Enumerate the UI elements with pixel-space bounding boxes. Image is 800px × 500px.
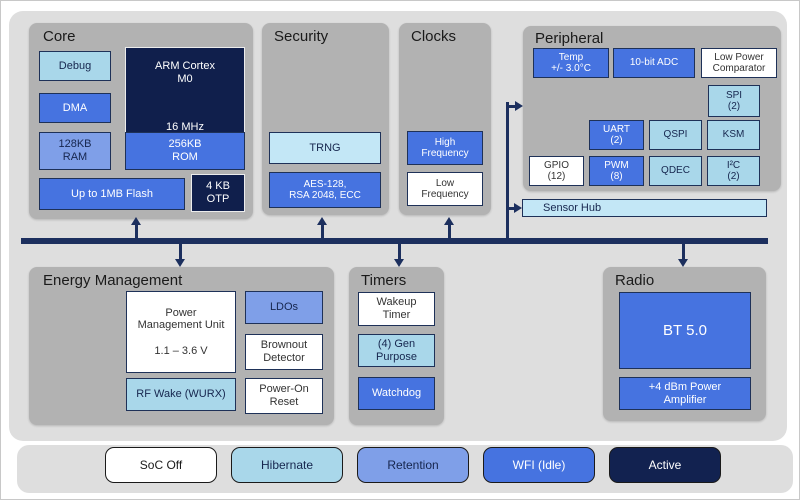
power-amplifier-box: +4 dBm Power Amplifier <box>619 377 751 410</box>
flash-box: Up to 1MB Flash <box>39 178 185 210</box>
ldos-box: LDOs <box>245 291 323 324</box>
adc-box: 10-bit ADC <box>613 48 695 78</box>
timers-title: Timers <box>361 272 407 289</box>
low-frequency-box: Low Frequency <box>407 172 483 206</box>
legend-soc-off: SoC Off <box>105 447 217 483</box>
energy-management-title: Energy Management <box>43 272 183 289</box>
sensor-hub-bar: Sensor Hub <box>522 199 767 217</box>
crypto-box: AES-128, RSA 2048, ECC <box>269 172 381 208</box>
bus-arrow-down-radio <box>678 244 688 267</box>
pmu-label: Power Management Unit <box>137 306 225 332</box>
spi-box: SPI (2) <box>708 85 760 117</box>
debug-box: Debug <box>39 51 111 81</box>
pwm-box: PWM (8) <box>589 156 644 186</box>
pmu-voltage: 1.1 – 3.6 V <box>154 344 208 357</box>
system-bus <box>21 238 768 244</box>
otp-box: 4 KB OTP <box>191 174 245 212</box>
gpio-box: GPIO (12) <box>529 156 584 186</box>
cpu-label: ARM Cortex M0 <box>155 60 215 85</box>
qdec-box: QDEC <box>649 156 702 186</box>
dma-box: DMA <box>39 93 111 123</box>
radio-title: Radio <box>615 272 655 289</box>
cpu-frequency: 16 MHz <box>166 121 204 134</box>
pmu-box: Power Management Unit 1.1 – 3.6 V <box>126 291 236 373</box>
uart-box: UART (2) <box>589 120 644 150</box>
clocks-title: Clocks <box>411 28 457 45</box>
legend-active: Active <box>609 447 721 483</box>
watchdog-box: Watchdog <box>358 377 435 410</box>
low-power-comparator-box: Low Power Comparator <box>701 48 777 78</box>
peripheral-title: Peripheral <box>535 30 604 47</box>
core-title: Core <box>43 28 76 45</box>
qspi-box: QSPI <box>649 120 702 150</box>
bus-arrow-down-energy <box>175 244 185 267</box>
trng-box: TRNG <box>269 132 381 164</box>
arrow-to-peripheral <box>507 101 523 111</box>
brownout-detector-box: Brownout Detector <box>245 334 323 370</box>
rom-box: 256KB ROM <box>125 132 245 170</box>
bus-arrow-up-core <box>131 217 141 239</box>
rf-wake-box: RF Wake (WURX) <box>126 378 236 411</box>
gen-purpose-timer-box: (4) Gen Purpose <box>358 334 435 367</box>
arm-cortex-m0-box: ARM Cortex M0 16 MHz <box>125 47 245 147</box>
bt50-box: BT 5.0 <box>619 292 751 369</box>
i2c-box: I²C (2) <box>707 156 760 186</box>
peripheral-bus-branch <box>506 102 509 239</box>
bus-arrow-up-security <box>317 217 327 239</box>
legend-wfi-idle: WFI (Idle) <box>483 447 595 483</box>
legend-retention: Retention <box>357 447 469 483</box>
temp-sensor-box: Temp +/- 3.0°C <box>533 48 609 78</box>
power-on-reset-box: Power-On Reset <box>245 378 323 414</box>
legend-hibernate: Hibernate <box>231 447 343 483</box>
bus-arrow-down-timers <box>394 244 404 267</box>
security-title: Security <box>274 28 329 45</box>
bus-arrow-up-clocks <box>444 217 454 239</box>
high-frequency-box: High Frequency <box>407 131 483 165</box>
ksm-box: KSM <box>707 120 760 150</box>
arrow-to-sensor-hub <box>507 203 522 213</box>
ram-box: 128KB RAM <box>39 132 111 170</box>
wakeup-timer-box: Wakeup Timer <box>358 292 435 326</box>
